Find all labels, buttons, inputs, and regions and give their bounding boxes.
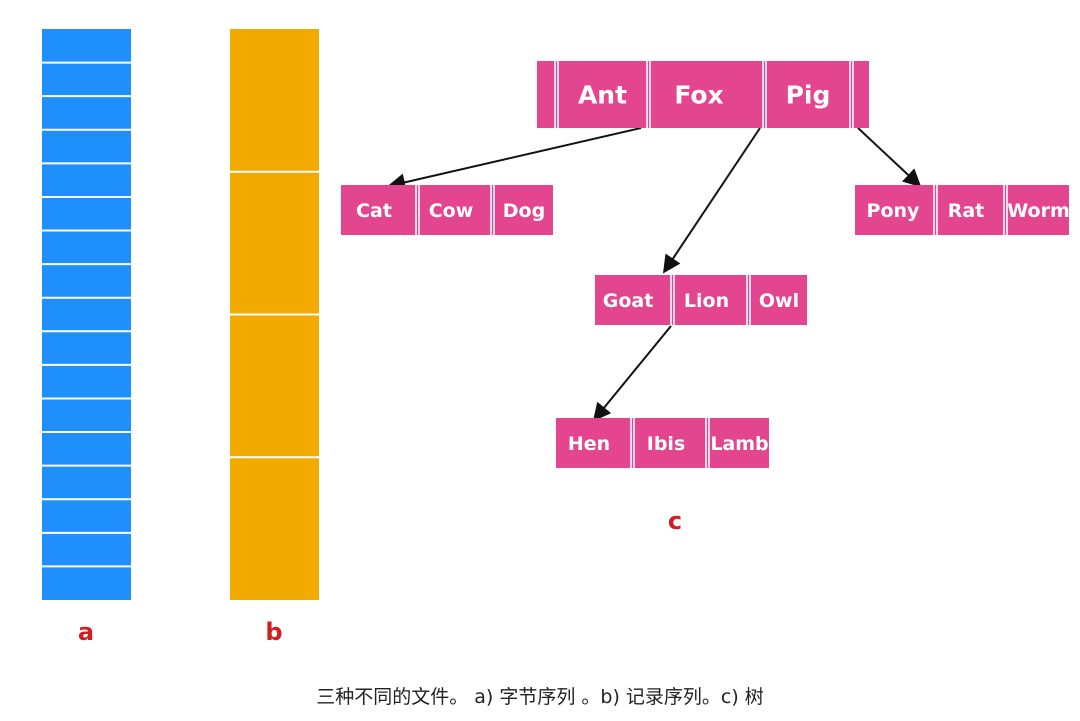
byte-sequence-bar (42, 29, 131, 600)
tree-node-leaf: Hen Ibis Lamb (556, 418, 769, 468)
tree-edge-root-middle (663, 127, 761, 274)
tree-key-cat: Cat (356, 200, 392, 222)
tree-key-hen: Hen (568, 433, 610, 455)
tree-edge-middle-leaf (592, 325, 672, 422)
tree-key-pony: Pony (867, 200, 921, 222)
label-c: c (668, 507, 682, 535)
tree-key-fox: Fox (674, 81, 723, 110)
tree-key-worm: Worm (1007, 200, 1070, 222)
tree-key-goat: Goat (603, 290, 654, 312)
tree-key-pig: Pig (786, 81, 831, 110)
tree-node-body (537, 61, 869, 128)
tree-node-body (556, 418, 769, 468)
tree-node-right: Pony Rat Worm (855, 185, 1070, 235)
tree-key-lamb: Lamb (710, 433, 768, 455)
tree-node-body (855, 185, 1069, 235)
figure-caption: 三种不同的文件。 a) 字节序列 。b) 记录序列。c) 树 (316, 686, 764, 708)
tree-key-cow: Cow (429, 200, 474, 222)
tree-edge-root-left (387, 127, 642, 192)
label-b: b (265, 618, 282, 646)
tree-node-middle: Goat Lion Owl (595, 275, 807, 325)
label-a: a (78, 618, 94, 646)
tree-key-owl: Owl (759, 290, 799, 312)
record-sequence-bar (230, 29, 319, 600)
tree-edge-root-right (857, 127, 922, 188)
tree-key-ant: Ant (578, 81, 627, 110)
tree-key-lion: Lion (684, 290, 729, 312)
tree-key-dog: Dog (503, 200, 545, 222)
tree-node-body (595, 275, 807, 325)
tree-node-left: Cat Cow Dog (341, 185, 553, 235)
tree-node-body (341, 185, 553, 235)
byte-sequence-bar-body (42, 29, 131, 600)
tree-node-root: Ant Fox Pig (537, 61, 869, 128)
tree-key-ibis: Ibis (647, 433, 686, 455)
tree-key-rat: Rat (948, 200, 985, 222)
